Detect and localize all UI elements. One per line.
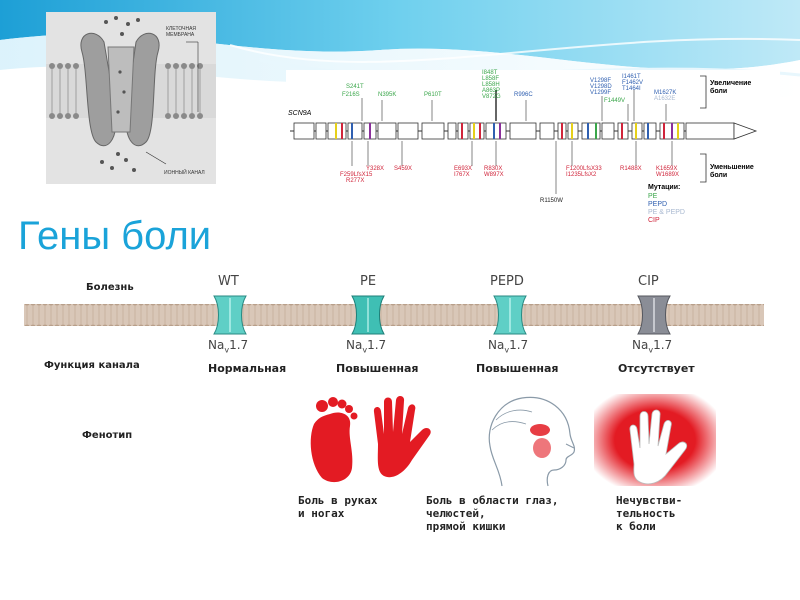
mutation-label: V1299F <box>590 90 612 96</box>
channel-name-text: Na <box>346 338 363 352</box>
legend-pe-pepd: PE & PEPD <box>648 209 685 216</box>
row-label-phenotype: Фенотип <box>82 430 133 441</box>
mutation-label: W1689X <box>656 172 680 178</box>
ion-channel-illustration <box>46 12 216 184</box>
face-pain-illustration <box>488 396 576 487</box>
disease-label-cip: CIP <box>638 274 659 289</box>
mutation-label: F1449V <box>604 98 626 104</box>
channel-comparison-figure: Болезнь Функция канала Фенотип WT Nav1.7… <box>24 272 764 547</box>
mutation-label: V872G <box>482 94 501 100</box>
mutation-label: N395K <box>378 92 397 98</box>
membrane-label-1: КЛЕТОЧНАЯ <box>166 26 197 32</box>
mutation-label: I767X <box>454 172 470 178</box>
mutation-label: F259LfsX15 <box>340 172 373 178</box>
channel-sub-text: v <box>224 345 230 355</box>
mutation-label: L858F <box>482 76 500 82</box>
channel-name-pe: Nav1.7 <box>346 338 386 354</box>
mutation-label: I1461T <box>622 74 641 80</box>
mutation-label: V1298F <box>590 78 612 84</box>
mutation-label: A863P <box>482 88 501 94</box>
channel-name-text: Na <box>208 338 225 352</box>
channel-sub-text: v <box>648 345 654 355</box>
channel-name-wt: Nav1.7 <box>208 338 248 354</box>
foot-hand-pain-illustration <box>310 395 431 483</box>
mutation-label: I848T <box>482 70 498 76</box>
channel-num-text: 1.7 <box>229 338 249 352</box>
legend-decrease-1: Уменьшение <box>710 164 754 171</box>
scn9a-gene-map: SCN9A <box>286 70 780 228</box>
channel-num-text: 1.7 <box>367 338 387 352</box>
mutation-label: S459X <box>394 166 413 172</box>
ion-channel-figure: КЛЕТОЧНАЯ МЕМБРАНА ИОННЫЙ КАНАЛ <box>46 12 216 184</box>
row-label-disease: Болезнь <box>86 282 134 293</box>
phenotype-pe: Боль в руках и ногах <box>298 494 378 520</box>
mutation-label: F1200LfsX33 <box>566 166 602 172</box>
channel-name-pepd: Nav1.7 <box>488 338 528 354</box>
mutation-label: Y328X <box>366 166 385 172</box>
slide-title: Гены боли <box>18 214 212 258</box>
channel-label: ИОННЫЙ КАНАЛ <box>164 170 205 176</box>
legend-cip: CIP <box>648 217 660 224</box>
mutation-label: F1462V <box>622 80 644 86</box>
function-pe: Повышенная <box>336 362 419 375</box>
mutation-label: I1235LfsX2 <box>566 172 597 178</box>
channel-icon-pe <box>351 295 385 335</box>
channel-icon-wt <box>213 295 247 335</box>
mutation-label: R830X <box>484 166 503 172</box>
legend-increase-2: боли <box>710 88 728 95</box>
disease-label-wt: WT <box>218 274 239 289</box>
function-wt: Нормальная <box>208 362 287 375</box>
mutation-label: F216S <box>342 92 360 98</box>
mutation-label: E693X <box>454 166 473 172</box>
insensitivity-hand-illustration <box>594 394 716 486</box>
channel-name-cip: Nav1.7 <box>632 338 672 354</box>
channel-sub-text: v <box>362 345 368 355</box>
mutation-label: R277X <box>346 178 365 184</box>
phenotype-pepd: Боль в области глаз, челюстей, прямой ки… <box>426 494 559 533</box>
mutation-label: T1464I <box>622 86 641 92</box>
membrane-label-2: МЕМБРАНА <box>166 32 195 38</box>
legend-increase-1: Увеличение <box>710 80 752 87</box>
disease-label-pe: PE <box>360 274 377 289</box>
mutations-title: Мутации: <box>648 184 681 191</box>
mutation-label: K1659X <box>656 166 678 172</box>
gene-exon-diagram <box>290 75 758 194</box>
mutation-label: R996C <box>514 92 533 98</box>
mutation-label: P610T <box>424 92 442 98</box>
legend-decrease-2: боли <box>710 172 728 179</box>
mutation-label: S241T <box>346 84 364 90</box>
mutation-label: V1298D <box>590 84 612 90</box>
gene-name: SCN9A <box>288 110 312 117</box>
channel-icon-pepd <box>493 295 527 335</box>
mutation-label: W897X <box>484 172 504 178</box>
mutation-label: M1627K <box>654 90 677 96</box>
disease-label-pepd: PEPD <box>490 274 524 289</box>
function-cip: Отсутствует <box>618 362 695 375</box>
mutation-label: L858H <box>482 82 500 88</box>
legend-pepd: PEPD <box>648 201 668 208</box>
function-pepd: Повышенная <box>476 362 559 375</box>
mutation-label: R1150W <box>540 198 563 204</box>
channel-num-text: 1.7 <box>509 338 529 352</box>
mutation-label: A1632E <box>654 96 676 102</box>
channel-name-text: Na <box>632 338 649 352</box>
channel-sub-text: v <box>504 345 510 355</box>
row-label-function: Функция канала <box>44 360 140 371</box>
channel-num-text: 1.7 <box>653 338 673 352</box>
legend-pe: PE <box>648 193 658 200</box>
phenotype-cip: Нечувстви- тельность к боли <box>616 494 683 533</box>
mutation-label: R1488X <box>620 166 642 172</box>
membrane-band <box>24 304 764 326</box>
channel-name-text: Na <box>488 338 505 352</box>
channel-icon-cip <box>637 295 671 335</box>
